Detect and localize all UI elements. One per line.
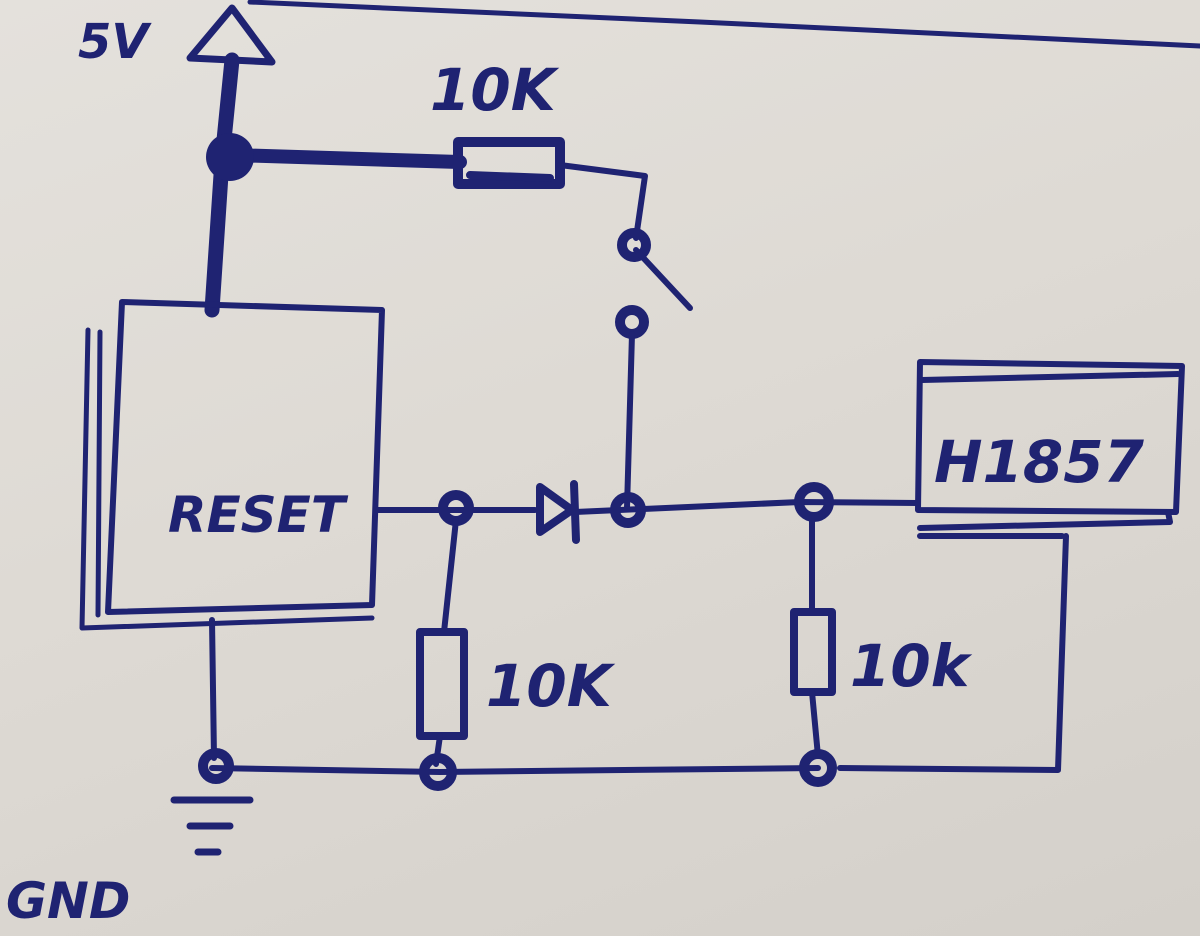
- reset-block-outline: [79, 327, 375, 631]
- diode-bar: [570, 480, 580, 544]
- diode-icon: [536, 483, 576, 536]
- left-ground-junction: [419, 753, 457, 791]
- right-resistor-lower-wire: [809, 689, 821, 759]
- top-wire: [225, 148, 467, 169]
- left-resistor-upper-wire: [441, 517, 459, 635]
- reset-block: [105, 299, 385, 615]
- resistor-top-label: 10K: [430, 56, 560, 124]
- ic-block: [915, 359, 1185, 515]
- ic-block-outline: [917, 371, 1181, 539]
- ic-label: H1857: [934, 428, 1145, 496]
- right-ground-junction: [799, 749, 837, 787]
- ic-ground-wire: [837, 533, 1069, 773]
- reset-ground-wire: [209, 617, 217, 761]
- switch-lower-wire: [624, 331, 635, 511]
- ground-junction: [198, 748, 234, 784]
- switch-lower-contact: [615, 305, 649, 339]
- ground-label: GND: [6, 872, 130, 930]
- resistor-right: [790, 608, 836, 696]
- ground-rail: [209, 765, 821, 775]
- switch-lever: [633, 247, 693, 311]
- supply-label: 5V: [78, 14, 152, 70]
- ground-symbol-icon: [170, 796, 254, 856]
- switch-upper-contact: [617, 228, 651, 262]
- resistor-right-label: 10k: [850, 632, 973, 700]
- switch-junction: [610, 492, 646, 528]
- supply-wire: [204, 52, 240, 318]
- resistor-left: [416, 628, 468, 740]
- resistor-left-label: 10K: [486, 652, 616, 720]
- resistor-top-fill: [466, 171, 554, 182]
- supply-junction: [206, 133, 254, 181]
- switch-upper-wire: [557, 162, 648, 241]
- sheet-edge-line: [247, 0, 1200, 49]
- reset-label: RESET: [168, 486, 349, 544]
